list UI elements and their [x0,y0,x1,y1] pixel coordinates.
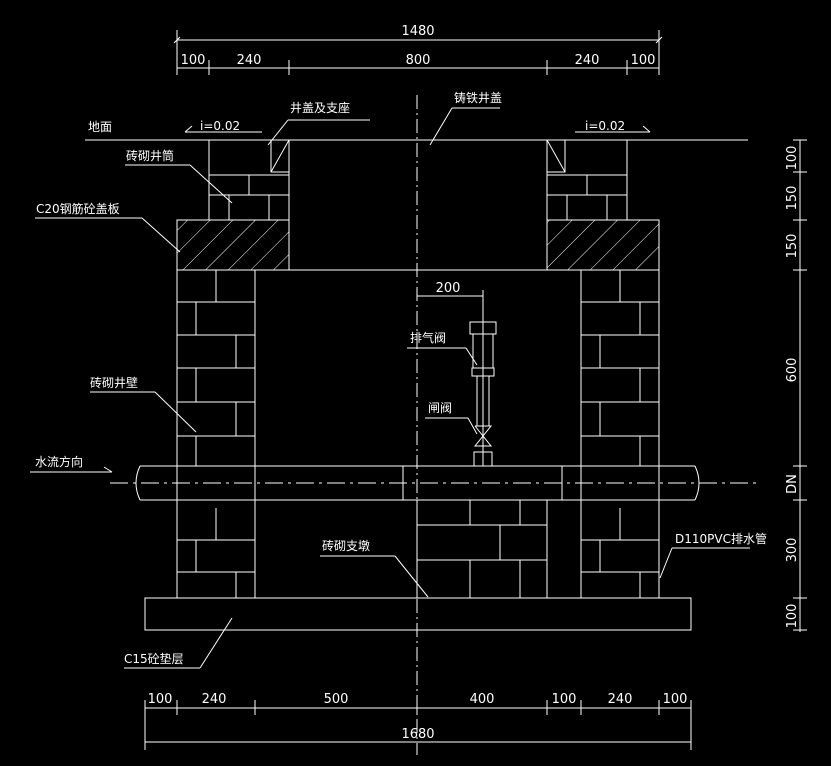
dim-top-seg: 240 [575,53,600,68]
label-brick-shaft: 砖砌井筒 [126,148,174,163]
dim-bottom-seg: 100 [663,692,688,707]
dim-right: 150 [785,234,800,259]
label-pvc-pipe: D110PVC排水管 [675,531,767,546]
dim-right: 300 [785,538,800,563]
label-brick-wall: 砖砌井壁 [90,375,138,390]
label-cushion: C15砼垫层 [124,651,184,666]
dim-bottom-overall: 1680 [401,727,434,742]
label-brick-support: 砖砌支墩 [322,538,370,553]
dim-top-seg: 800 [406,53,431,68]
dim-top-seg: 100 [181,53,206,68]
label-cast-iron-cover: 铸铁井盖 [454,90,502,105]
dim-top-seg: 240 [237,53,262,68]
dim-right: 100 [785,604,800,629]
dim-right: DN [785,474,800,494]
label-slope-left: i=0.02 [200,119,240,133]
label-cover-seat: 井盖及支座 [290,100,350,115]
dim-bottom-seg: 100 [148,692,173,707]
dim-bottom-seg: 240 [608,692,633,707]
dim-top-overall: 1480 [401,24,434,39]
label-air-valve: 排气阀 [410,330,446,345]
label-ground: 地面 [88,120,112,134]
dim-bottom-seg: 100 [552,692,577,707]
label-valve-offset: 200 [436,281,461,296]
dim-right: 100 [785,146,800,171]
label-slope-right: i=0.02 [585,119,625,133]
dim-right: 150 [785,186,800,211]
dim-top-seg: 100 [631,53,656,68]
dim-bottom-seg: 240 [202,692,227,707]
label-gate-valve: 闸阀 [428,401,452,415]
label-flow-direction: 水流方向 [35,454,83,469]
dim-right: 600 [785,358,800,383]
dim-bottom-seg: 400 [470,692,495,707]
dim-bottom-seg: 500 [324,692,349,707]
label-slab: C20钢筋砼盖板 [36,201,120,216]
